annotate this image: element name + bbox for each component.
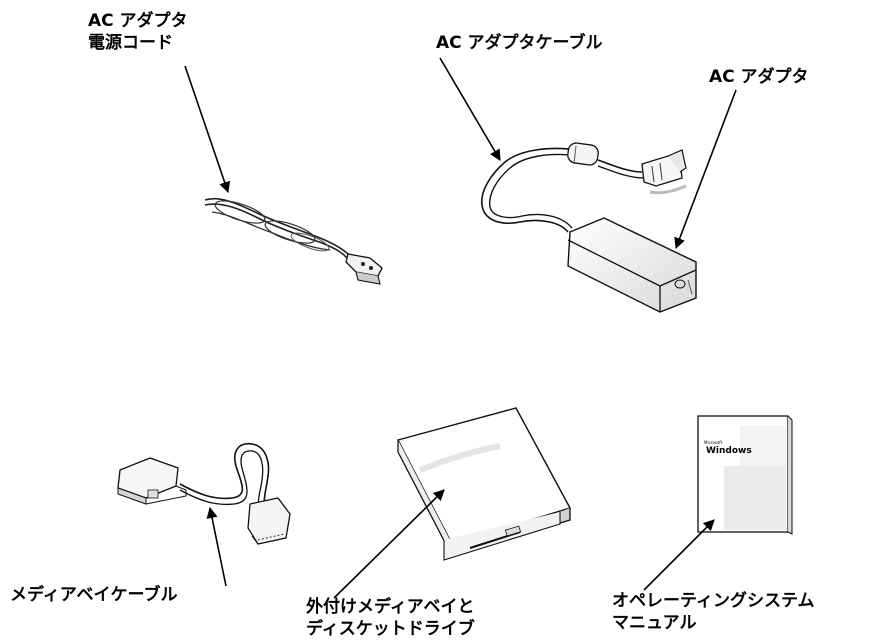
ferrite-core-icon — [567, 142, 599, 166]
label-external-media-bay: 外付けメディアベイと ディスケットドライブ — [306, 596, 475, 640]
power-cord-pointer-line — [184, 65, 231, 194]
label-ac-power-cord: AC アダプタ 電源コード — [88, 10, 188, 54]
ac-adapter-cable-pointer-line — [439, 57, 501, 161]
ac-adapter-brick-illustration — [567, 217, 697, 313]
ac-adapter-cable-illustration — [480, 142, 687, 233]
external-media-bay-illustration — [396, 407, 572, 561]
external-media-bay-pointer-line — [333, 489, 445, 599]
os-manual-illustration — [697, 415, 793, 535]
label-ac-adapter-cable: AC アダプタケーブル — [436, 33, 603, 53]
label-media-bay-cable: メディアベイケーブル — [10, 585, 178, 605]
wide-connector-icon — [117, 457, 187, 505]
media-bay-cable-pointer-line — [206, 506, 227, 587]
label-os-manual-line2: マニュアル — [612, 613, 697, 633]
power-cord-illustration — [204, 197, 383, 285]
label-os-manual-line1: オペレーティングシステム — [612, 591, 815, 611]
label-external-media-bay-line2: ディスケットドライブ — [306, 619, 475, 639]
label-os-manual: オペレーティングシステム マニュアル — [612, 590, 814, 634]
label-ac-adapter: AC アダプタ — [709, 67, 809, 87]
os-manual-pointer-line — [643, 519, 715, 591]
label-ac-power-cord-line2: 電源コード — [88, 33, 173, 53]
label-ac-power-cord-line1: AC アダプタ — [88, 11, 188, 31]
manual-brand-large: Windows — [706, 446, 752, 456]
power-plug-icon — [345, 253, 383, 285]
manual-brand-small: Microsoft — [704, 440, 723, 445]
ac-adapter-pointer-line — [674, 89, 737, 250]
flat-connector-icon — [247, 497, 291, 545]
label-external-media-bay-line1: 外付けメディアベイと — [306, 597, 475, 617]
dc-connector-icon — [641, 149, 687, 195]
media-bay-cable-illustration — [117, 442, 291, 545]
